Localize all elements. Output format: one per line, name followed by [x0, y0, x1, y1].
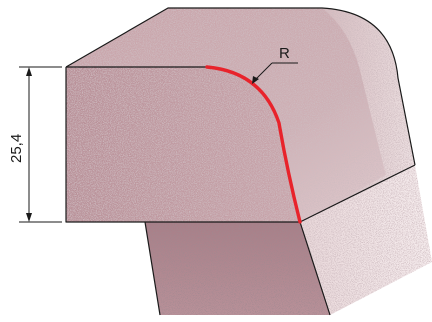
dimension-arrow-bottom-icon: [26, 213, 32, 222]
outline-strokes: [65, 7, 416, 316]
radius-leader: [252, 62, 298, 84]
slab-top-surface: [66, 8, 415, 222]
slab-front-face: [66, 67, 300, 222]
slab-rounded-edge: [207, 8, 415, 222]
radius-label: R: [279, 45, 290, 62]
leader-arrow-icon: [252, 76, 259, 84]
slab-side-face: [300, 165, 432, 315]
height-dimension: [19, 66, 62, 223]
dimension-arrow-top-icon: [26, 67, 32, 76]
height-dimension-label: 25,4: [8, 134, 25, 163]
lower-block-face: [145, 222, 330, 315]
radius-edge-highlight: [205, 65, 302, 224]
